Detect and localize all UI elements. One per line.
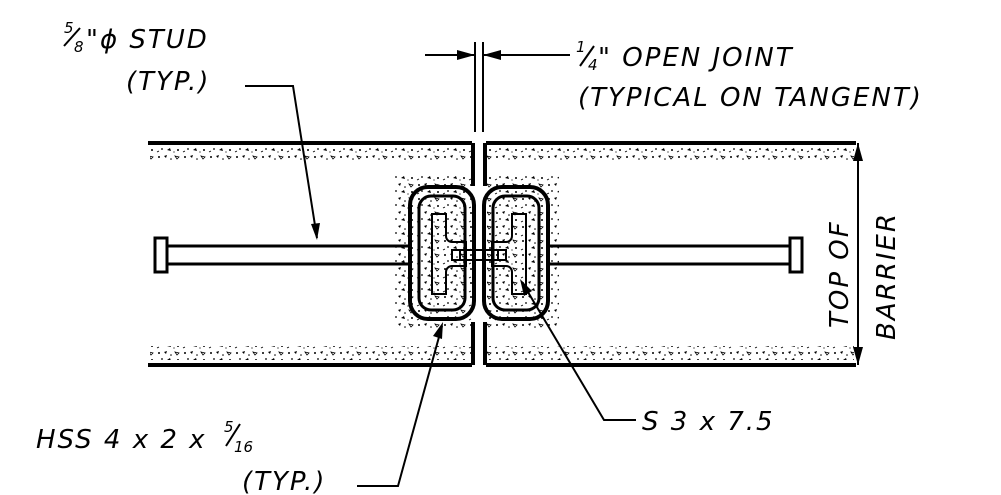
s-beam-label: S 3 x 7.5: [642, 407, 775, 437]
left-stud: [153, 236, 408, 274]
open-joint-dimension: [425, 42, 570, 132]
barrier-outline: [148, 141, 856, 367]
joint-frac-num: 1: [576, 38, 586, 56]
concrete-hatching: [150, 147, 854, 360]
hss-main-text: HSS 4 x 2 x: [36, 425, 207, 455]
top-of-text: TOP OF: [825, 220, 855, 328]
joint-frac-den: 4: [588, 56, 598, 74]
hss-frac-den: 16: [234, 438, 253, 456]
hss-typ-text: (TYP.): [242, 467, 326, 495]
stud-frac-num: 5: [64, 19, 74, 37]
barrier-height-dimension: [853, 143, 863, 365]
right-hss-tube: [482, 185, 550, 321]
s-beam-web: [451, 249, 507, 261]
stud-label: 5 8 "ϕ STUD (TYP.): [63, 19, 210, 97]
s-beam-text: S 3 x 7.5: [642, 407, 775, 437]
stud-typ-text: (TYP.): [126, 67, 210, 97]
stud-frac-den: 8: [74, 38, 84, 56]
joint-main-text: " OPEN JOINT: [598, 43, 794, 73]
open-joint-label: 1 4 " OPEN JOINT (TYPICAL ON TANGENT): [576, 38, 923, 113]
leader-lines: [245, 85, 636, 487]
barrier-text: BARRIER: [872, 212, 902, 340]
barrier-label: TOP OF BARRIER: [825, 212, 902, 340]
left-hss-tube: [408, 185, 476, 321]
hss-label: HSS 4 x 2 x 5 16 (TYP.): [36, 418, 326, 495]
hss-frac-num: 5: [224, 418, 234, 436]
stud-main-text: "ϕ STUD: [86, 25, 209, 55]
joint-sub-text: (TYPICAL ON TANGENT): [578, 83, 923, 113]
right-stud: [548, 236, 804, 274]
